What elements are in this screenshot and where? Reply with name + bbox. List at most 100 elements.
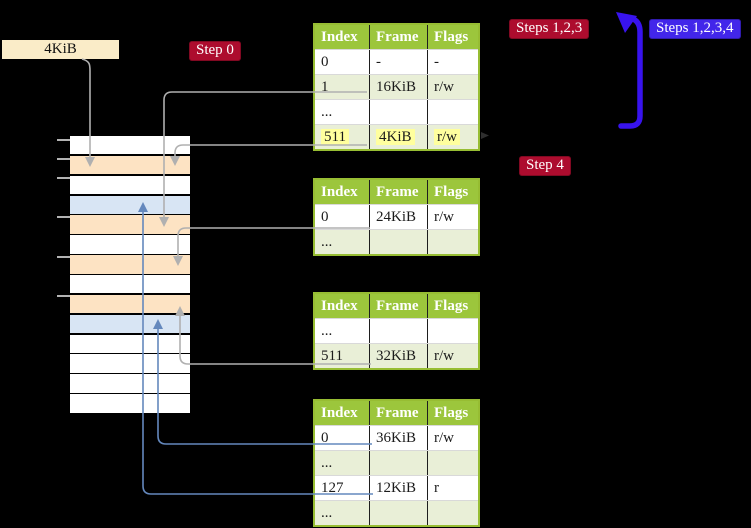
table-cell: 36KiB: [369, 426, 427, 450]
memory-frame-row-orange: [70, 215, 190, 234]
highlighted-value: 4KiB: [376, 129, 415, 145]
memory-frame-row-white: [70, 274, 190, 294]
table-cell: r/w: [427, 426, 478, 450]
table-row: ...: [315, 450, 478, 475]
table-cell: 16KiB: [369, 75, 427, 99]
table-cell: 24KiB: [369, 205, 427, 229]
table-cell: [369, 451, 427, 475]
steps123-badge: Steps 1,2,3: [509, 19, 590, 39]
column-header-index: Index: [321, 405, 358, 421]
table-cell: [427, 451, 478, 475]
memory-frame-row-white: [70, 334, 190, 353]
table-cell: 0: [321, 209, 329, 225]
table-cell: r/w: [427, 75, 478, 99]
column-header-flags: Flags: [427, 294, 478, 318]
address-tick: [57, 139, 70, 141]
table-cell: [369, 501, 427, 525]
table-cell: 0: [321, 430, 329, 446]
column-header-index: Index: [321, 184, 358, 200]
memory-frame-row-orange: [70, 294, 190, 314]
column-header-frame: Frame: [369, 401, 427, 425]
column-header-flags: Flags: [427, 25, 478, 49]
table-row: ...: [315, 500, 478, 525]
memory-frame-row-blue: [70, 195, 190, 214]
memory-frame-row-white: [70, 354, 190, 373]
table-cell: [427, 230, 478, 254]
memory-frame-row-white: [70, 175, 190, 195]
table-cell: -: [369, 50, 427, 74]
column-header-frame: Frame: [369, 180, 427, 204]
table-cell: 0: [321, 54, 329, 70]
table-cell: 12KiB: [369, 476, 427, 500]
table-cell: -: [427, 50, 478, 74]
physical-memory-strip: [70, 136, 190, 414]
address-tick: [57, 256, 70, 258]
table-cell: ...: [321, 234, 333, 250]
table-cell: r: [427, 476, 478, 500]
memory-frame-row-orange: [70, 255, 190, 274]
address-tick: [57, 295, 70, 297]
table-row: ...: [315, 318, 478, 343]
steps1234-badge: Steps 1,2,3,4: [649, 19, 741, 39]
table-cell: 127: [321, 480, 344, 496]
table-cell: ...: [321, 104, 333, 120]
table-cell: ...: [321, 455, 333, 471]
column-header-flags: Flags: [427, 180, 478, 204]
step0-badge: Step 0: [189, 41, 241, 61]
table-cell: 511: [321, 348, 343, 364]
column-header-index: Index: [321, 298, 358, 314]
table-cell: 1: [321, 79, 329, 95]
table-cell: 511: [315, 125, 369, 149]
highlighted-value: r/w: [434, 129, 460, 145]
small-dark-arrowhead-icon: [481, 132, 489, 139]
memory-frame-row-blue: [70, 314, 190, 334]
step4-badge: Step 4: [519, 156, 571, 176]
highlighted-value: 511: [321, 129, 349, 145]
column-header-frame: Frame: [369, 25, 427, 49]
table-cell: [427, 319, 478, 343]
address-tick: [57, 216, 70, 218]
memory-frame-row-white: [70, 374, 190, 393]
address-tick: [57, 177, 70, 179]
table-row: ...: [315, 229, 478, 254]
column-header-frame: Frame: [369, 294, 427, 318]
table-row: 0 --: [315, 49, 478, 74]
table-cell: [427, 501, 478, 525]
address-tick: [57, 158, 70, 160]
column-header-index: Index: [321, 29, 358, 45]
table-cell: ...: [321, 323, 333, 339]
table-cell: 4KiB: [369, 125, 427, 149]
memory-frame-row-white: [70, 235, 190, 254]
frame-size-label: 4KiB: [2, 40, 119, 59]
table-cell: ...: [321, 505, 333, 521]
table-cell: [427, 100, 478, 124]
table-row: ...: [315, 99, 478, 124]
table-cell: r/w: [427, 205, 478, 229]
table-cell: r/w: [427, 344, 478, 368]
table-row: 511 4KiB r/w: [315, 124, 478, 149]
memory-frame-row-white: [70, 136, 190, 155]
table-cell: r/w: [427, 125, 478, 149]
memory-frame-row-orange: [70, 155, 190, 175]
recursive-loop-arrow: [618, 16, 643, 129]
column-header-flags: Flags: [427, 401, 478, 425]
table-cell: [369, 319, 427, 343]
recursive-loop-arrowhead-icon: [616, 12, 637, 33]
table-cell: [369, 230, 427, 254]
memory-frame-row-white: [70, 394, 190, 413]
table-cell: 32KiB: [369, 344, 427, 368]
